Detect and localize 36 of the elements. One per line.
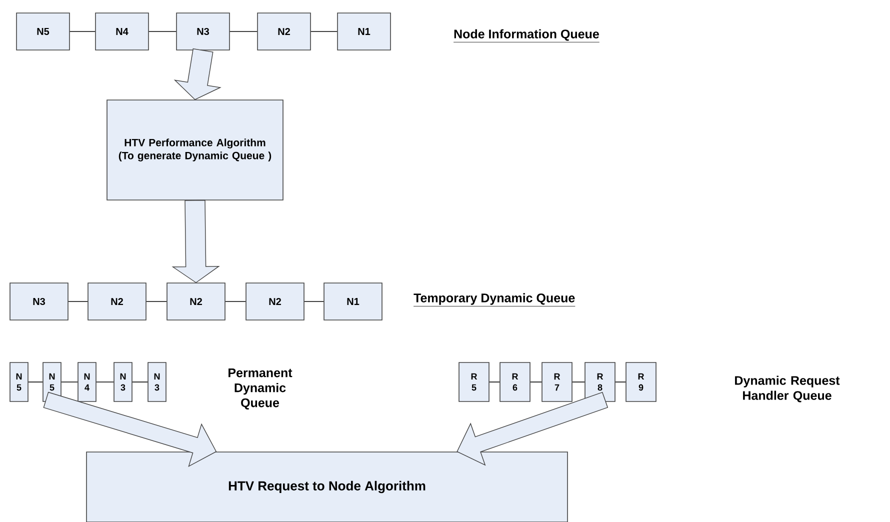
queue-title: Dynamic Request Handler Queue [735,376,840,402]
connector-line [230,31,258,32]
queue-box: R 7 [542,362,572,402]
queue-box: N4 [95,12,149,50]
queue-box: N1 [324,282,382,320]
queue-box: N3 [10,282,68,320]
queue-box: R 9 [626,362,656,402]
queue-box: N5 [16,12,70,50]
connector-line [304,301,324,302]
queue-box: N2 [257,12,311,50]
queue-box: R 8 [584,362,616,402]
block-arrow [174,48,222,100]
queue-box: N2 [246,282,304,320]
connector-line [68,301,88,302]
queue-box: N 4 [78,362,96,402]
connector-line [146,301,167,302]
queue-box: N 5 [10,362,28,402]
queue-box: N2 [166,282,226,320]
connector-line [225,301,246,302]
queue-box: N 3 [148,362,166,402]
queue-box: N1 [337,12,391,50]
queue-box: N2 [88,282,146,320]
connector-line [148,31,176,32]
queue-box: R 6 [500,362,530,402]
connector-line [310,31,338,32]
process-box: HTV Request to Node Algorithm [86,452,568,522]
queue-title: Node Information Queue [453,29,600,42]
block-arrow [172,200,220,284]
queue-title: Permanent Dynamic Queue [228,368,292,410]
queue-box: N 3 [114,362,132,402]
queue-box: R 5 [458,362,490,402]
block-arrow [43,392,217,467]
queue-title: Temporary Dynamic Queue [413,293,576,306]
process-box: HTV Performance Algorithm (To generate Dynamic Queue ) [106,100,284,200]
queue-box: N3 [176,12,230,50]
connector-line [70,31,96,32]
